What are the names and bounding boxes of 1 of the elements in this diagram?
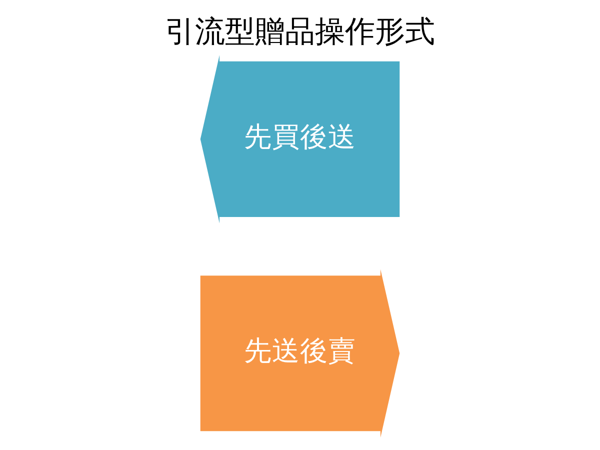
diagram-title: 引流型贈品操作形式	[165, 14, 435, 50]
